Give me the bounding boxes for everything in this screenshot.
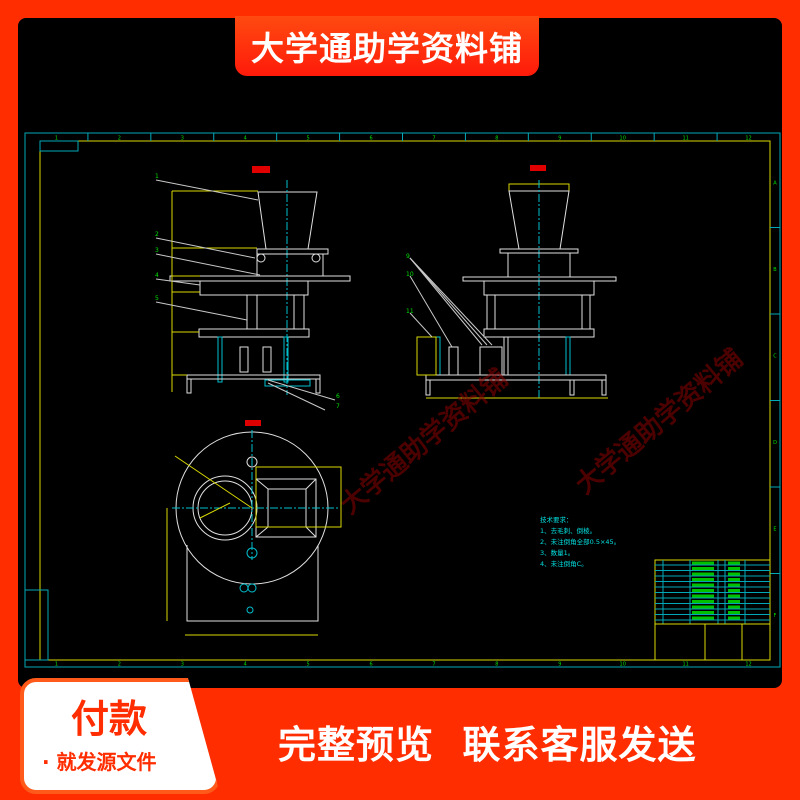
column-number: 8 xyxy=(495,136,498,142)
column-number: 7 xyxy=(432,136,435,142)
part-number: 10 xyxy=(406,271,414,278)
column-number: 10 xyxy=(620,662,626,668)
part-number: 4 xyxy=(155,272,159,279)
bom-cell xyxy=(692,561,714,565)
part-number: 11 xyxy=(406,308,414,315)
bom-cell xyxy=(692,589,714,592)
column-number: 4 xyxy=(244,136,247,142)
part-number: 3 xyxy=(155,247,159,254)
column-number: 5 xyxy=(307,662,310,668)
bom-cell xyxy=(728,567,740,570)
side-part-numbers: 9 10 11 xyxy=(406,253,414,315)
row-letters: A B C D E F xyxy=(770,180,780,619)
bom-cell xyxy=(728,578,740,581)
payment-subtitle: · 就发源文件 xyxy=(42,750,157,774)
column-number: 6 xyxy=(369,662,372,668)
front-part-numbers: 1 2 3 4 5 6 7 xyxy=(155,173,340,410)
payment-card[interactable]: 付款 · 就发源文件 xyxy=(20,678,220,794)
bom-cell xyxy=(728,605,740,609)
column-number: 9 xyxy=(558,136,561,142)
column-number: 3 xyxy=(181,662,184,668)
side-view xyxy=(409,165,617,400)
watermark-text: 大学通助学资料铺 xyxy=(570,343,749,500)
column-number: 8 xyxy=(495,662,498,668)
watermark-text: 大学通助学资料铺 xyxy=(335,363,514,520)
column-number: 11 xyxy=(682,136,688,142)
row-letter: D xyxy=(773,440,777,446)
column-number: 11 xyxy=(682,662,688,668)
bom-cell xyxy=(728,594,740,598)
tech-req-line: 3、数量1。 xyxy=(540,548,574,557)
bom-cell xyxy=(728,600,740,603)
part-number: 7 xyxy=(336,403,340,410)
column-number: 12 xyxy=(745,662,751,668)
bom-cell xyxy=(728,616,740,620)
column-number: 6 xyxy=(369,136,372,142)
column-number: 10 xyxy=(620,136,626,142)
column-number: 9 xyxy=(558,662,561,668)
part-number: 2 xyxy=(155,231,159,238)
tech-requirements: 技术要求： 1、去毛刺、倒棱。 2、未注倒角全部0.5×45。 3、数量1。 4… xyxy=(540,515,620,568)
bom-cell xyxy=(728,561,740,565)
contact-cta: 完整预览 联系客服发送 xyxy=(278,723,697,767)
bom-cell xyxy=(692,594,714,598)
bom-cell xyxy=(692,567,714,570)
tech-req-line: 1、去毛刺、倒棱。 xyxy=(540,526,596,535)
top-view xyxy=(166,420,342,636)
bom-cell xyxy=(728,572,740,576)
column-number: 1 xyxy=(55,136,58,142)
store-banner: 大学通助学资料铺 xyxy=(235,16,539,76)
column-number: 7 xyxy=(432,662,435,668)
front-view xyxy=(155,166,351,411)
column-number: 1 xyxy=(55,662,58,668)
column-number: 2 xyxy=(118,136,121,142)
part-number: 5 xyxy=(155,295,159,302)
bom-cell xyxy=(728,583,740,587)
view-label-top xyxy=(245,420,261,426)
tech-req-title: 技术要求： xyxy=(540,515,573,524)
row-letter: B xyxy=(773,267,777,273)
bom-cell xyxy=(692,605,714,609)
column-number: 5 xyxy=(307,136,310,142)
bom-cell xyxy=(692,616,714,620)
corner-tag xyxy=(39,140,79,152)
view-label-side xyxy=(530,165,546,171)
row-letter: C xyxy=(773,353,777,359)
part-number: 9 xyxy=(406,253,410,260)
bom-cell xyxy=(728,589,740,592)
payment-title: 付款 xyxy=(70,697,147,741)
column-number: 3 xyxy=(181,136,184,142)
bom-cell xyxy=(692,611,714,614)
part-number: 6 xyxy=(336,393,340,400)
bom-cell xyxy=(692,572,714,576)
bom-cell xyxy=(692,583,714,587)
tech-req-line: 4、未注倒角C。 xyxy=(540,559,588,568)
watermarks: 大学通助学资料铺 大学通助学资料铺 xyxy=(335,343,749,520)
column-number: 12 xyxy=(745,136,751,142)
bom-cell xyxy=(692,600,714,603)
row-letter: E xyxy=(773,526,776,532)
tech-req-line: 2、未注倒角全部0.5×45。 xyxy=(540,537,620,546)
column-number: 4 xyxy=(244,662,247,668)
row-letter: A xyxy=(773,180,777,186)
part-number: 1 xyxy=(155,173,159,180)
bom-cell xyxy=(692,578,714,581)
view-label-front xyxy=(252,166,270,173)
bom-cell xyxy=(728,611,740,614)
row-letter: F xyxy=(774,613,777,619)
title-block xyxy=(24,559,771,661)
column-number: 2 xyxy=(118,662,121,668)
